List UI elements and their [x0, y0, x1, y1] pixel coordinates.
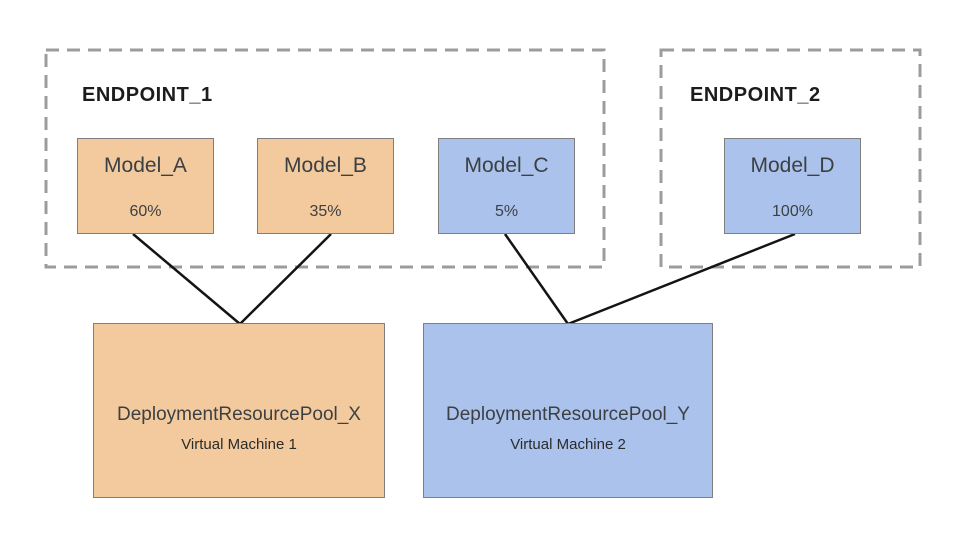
- pool-x-name: DeploymentResourcePool_X: [117, 404, 361, 425]
- connector-model-b-pool-x: [239, 233, 332, 325]
- model-b-name: Model_B: [284, 154, 367, 177]
- pool-y-name: DeploymentResourcePool_Y: [446, 404, 690, 425]
- model-a-name: Model_A: [104, 154, 187, 177]
- model-a-box: Model_A 60%: [77, 138, 214, 234]
- model-c-traffic-split: 5%: [494, 203, 519, 220]
- model-c-name: Model_C: [464, 154, 549, 177]
- model-a-traffic-split: 60%: [129, 203, 162, 220]
- model-d-name: Model_D: [750, 154, 835, 177]
- model-b-box: Model_B 35%: [257, 138, 394, 234]
- pool-y-machine: Virtual Machine 2: [510, 436, 626, 453]
- connector-model-d-pool-y: [567, 232, 796, 326]
- model-c-box: Model_C 5%: [438, 138, 575, 234]
- connector-model-a-pool-x: [132, 233, 241, 325]
- deployment-resource-pool-y-box: DeploymentResourcePool_Y Virtual Machine…: [423, 323, 713, 498]
- pool-x-machine: Virtual Machine 1: [181, 436, 297, 453]
- endpoint-2-label: ENDPOINT_2: [690, 84, 821, 106]
- connector-model-c-pool-y: [503, 233, 570, 325]
- deployment-resource-pool-x-box: DeploymentResourcePool_X Virtual Machine…: [93, 323, 385, 498]
- endpoint-1-label: ENDPOINT_1: [82, 84, 213, 106]
- model-b-traffic-split: 35%: [309, 203, 342, 220]
- model-d-box: Model_D 100%: [724, 138, 861, 234]
- model-d-traffic-split: 100%: [772, 203, 813, 220]
